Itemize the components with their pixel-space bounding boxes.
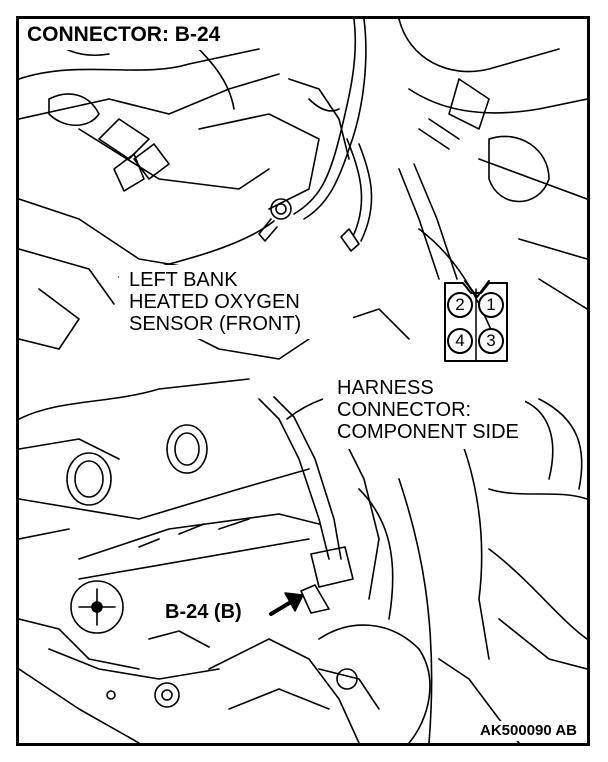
- harness-label-line-2: CONNECTOR:: [337, 399, 472, 421]
- upper-engine-view: [19, 19, 587, 360]
- harness-label-line-3: COMPONENT SIDE: [337, 421, 519, 443]
- connector-pin-3: 3: [478, 328, 504, 354]
- connector-pin-2: 2: [447, 292, 473, 318]
- callout-label: B-24 (B): [163, 601, 244, 623]
- harness-label: HARNESS CONNECTOR: COMPONENT SIDE: [323, 373, 525, 449]
- lower-engine-view: [19, 378, 587, 743]
- sensor-label-line-1: LEFT BANK: [129, 269, 238, 291]
- sensor-label-line-3: SENSOR (FRONT): [129, 313, 302, 335]
- connector-title: CONNECTOR: B-24: [19, 19, 231, 51]
- figure-code: AK500090 AB: [476, 720, 581, 741]
- sensor-label: LEFT BANK HEATED OXYGEN SENSOR (FRONT): [119, 265, 353, 339]
- harness-leader-line: [286, 398, 324, 420]
- callout-arrow: [269, 592, 304, 616]
- sensor-label-line-2: HEATED OXYGEN: [129, 291, 300, 313]
- harness-label-line-1: HARNESS: [337, 377, 434, 399]
- connector-pin-1: 1: [478, 292, 504, 318]
- connector-pin-4: 4: [447, 328, 473, 354]
- diagram-frame: CONNECTOR: B-24 LEFT BANK HEATED OXYGEN …: [16, 16, 590, 746]
- connector-face-outline: [444, 280, 508, 362]
